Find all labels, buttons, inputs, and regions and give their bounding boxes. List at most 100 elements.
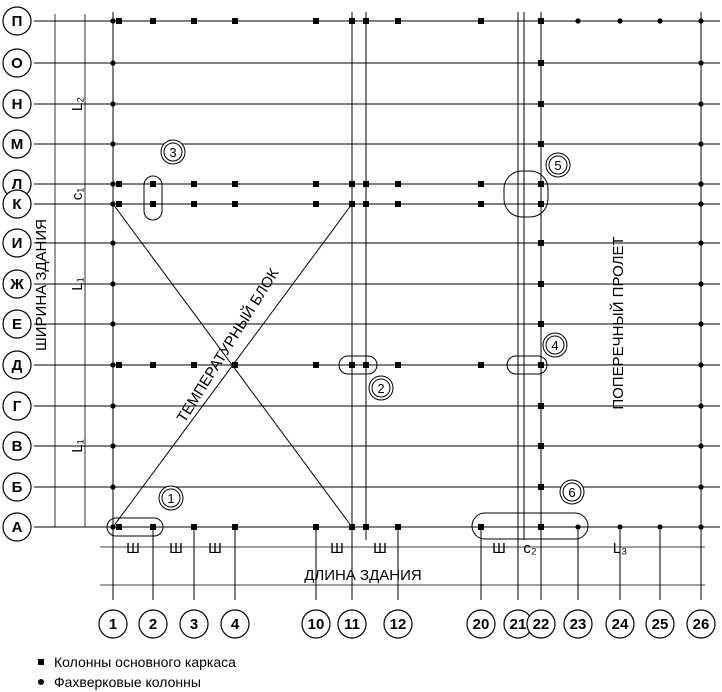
main-column-marker [395,201,401,207]
frame-column-marker [575,524,581,530]
main-column-marker [232,181,238,187]
frame-column-marker [110,101,116,107]
main-column-marker [363,524,369,530]
row-axis-bubble [2,189,32,219]
callout-number: 5 [554,158,561,173]
column-axis-label: 4 [231,616,240,633]
frame-column-marker [698,524,704,530]
callout-number: 1 [167,491,174,506]
main-column-marker [395,18,401,24]
main-column-marker [538,101,544,107]
main-column-marker [313,181,319,187]
main-column-marker [538,321,544,327]
main-column-marker [313,362,319,368]
column-axis-label: 25 [652,616,669,633]
main-column-marker [363,18,369,24]
main-column-marker [313,18,319,24]
column-axis-label: 23 [570,616,587,633]
frame-column-marker [698,281,704,287]
frame-column-marker [110,484,116,490]
column-axis-label: 20 [473,616,490,633]
frame-column-marker [110,321,116,327]
column-axis-bubble [179,609,209,639]
main-column-marker [349,201,355,207]
dim-label-sh: Ш [492,540,506,557]
main-column-marker [538,60,544,66]
main-column-marker [538,281,544,287]
main-column-marker [538,141,544,147]
callout-inner-ring [163,142,183,162]
main-column-marker [363,362,369,368]
main-column-marker [232,362,238,368]
main-column-marker [191,524,197,530]
main-column-marker [191,181,197,187]
row-axis-label: Е [12,316,22,333]
dim-label-sh: Ш [208,540,222,557]
main-column-marker [116,201,122,207]
column-axis-bubble [98,609,128,639]
column-axis-label: 2 [149,616,157,633]
main-column-marker [232,201,238,207]
dim-label-sh: Ш [126,540,140,557]
column-group-outline [506,355,548,375]
transverse-span-label: ПОПЕРЕЧНЫЙ ПРОЛЕТ [609,236,627,409]
main-column-marker [349,524,355,530]
main-column-marker [313,524,319,530]
main-column-marker [191,201,197,207]
legend: Колонны основного каркаса Фахверковые ко… [38,652,236,692]
main-column-marker [150,181,156,187]
row-axis-bubble [2,391,32,421]
row-axis-label: П [12,13,23,30]
frame-column-marker [698,201,704,207]
main-column-marker [363,181,369,187]
main-column-marker [116,524,122,530]
column-group-outline [143,175,163,221]
frame-column-marker [698,443,704,449]
row-axis-label: М [11,136,24,153]
dim-label-sh: Ш [169,540,183,557]
main-column-marker [478,181,484,187]
row-axis-bubble [2,89,32,119]
main-column-marker [232,524,238,530]
frame-column-marker [110,181,116,187]
frame-column-marker [538,524,544,530]
callout-number: 6 [568,485,575,500]
frame-column-marker [110,443,116,449]
frame-column-marker [110,403,116,409]
row-axis-label: А [12,519,23,536]
legend-item-main: Колонны основного каркаса [38,652,236,672]
row-axis-bubble [2,431,32,461]
callout-number: 4 [551,338,558,353]
column-axis-label: 24 [612,616,629,633]
main-column-marker [538,362,544,368]
callout-number: 2 [377,381,384,396]
main-column-marker [538,484,544,490]
callout-inner-ring [371,378,391,398]
column-axis-label: 11 [344,616,360,633]
legend-frame-label: Фахверковые колонны [54,674,201,690]
row-axis-label: Д [12,357,23,374]
frame-column-marker [698,101,704,107]
main-column-marker [191,18,197,24]
main-column-marker [395,362,401,368]
main-column-marker [150,524,156,530]
main-column-marker [349,181,355,187]
main-column-marker [116,18,122,24]
building-width-label: ШИРИНА ЗДАНИЯ [33,219,50,351]
dim-label-l2: L₂ [69,97,86,111]
row-axis-label: О [11,55,23,72]
callout-inner-ring [545,335,565,355]
dim-label-sh: Ш [373,540,387,557]
frame-column-marker [657,18,663,24]
main-column-marker [150,201,156,207]
column-axis-label: 10 [308,616,325,633]
row-axis-bubble [2,6,32,36]
row-axis-label: К [12,196,22,213]
frame-column-marker [110,201,116,207]
dot-marker-icon [38,679,44,685]
main-column-marker [478,18,484,24]
row-axis-bubble [2,228,32,258]
callout-inner-ring [562,482,582,502]
frame-column-marker [110,240,116,246]
frame-column-marker [698,240,704,246]
